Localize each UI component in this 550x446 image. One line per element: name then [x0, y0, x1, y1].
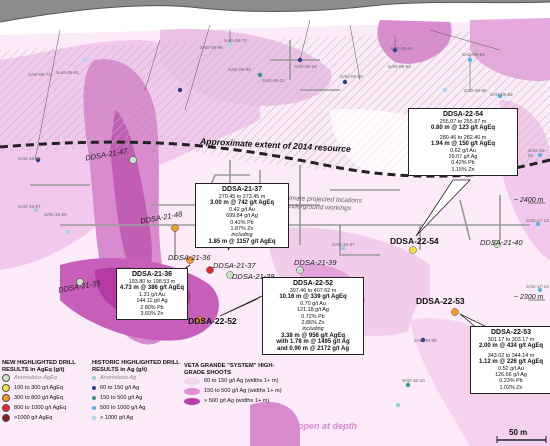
historic-dot-icon: [92, 376, 96, 381]
legend-item: 60 to 150 g/t Ag (widths 1+ m): [184, 376, 284, 386]
historic-hole-label: SAD-06-96: [200, 45, 223, 50]
legend-label: 500 to 1000 g/t Ag: [100, 405, 146, 412]
legend-item: Anomalous AgEq: [2, 373, 94, 383]
legend-item: 100 to 300 g/t AgEq: [2, 383, 94, 393]
historic-hole-label: SAD-05-63: [388, 64, 411, 69]
level-ticks: [528, 202, 545, 301]
legend-label: > 1000 g/t Ag: [100, 415, 134, 422]
historic-hole-label: SAD-16-04: [528, 148, 546, 158]
legend-new-results: NEW HIGHLIGHTED DRILL RESULTS in AgEq (g…: [2, 360, 94, 423]
historic-hole-label: SAD-05-94: [390, 46, 413, 51]
new-dot-icon: [2, 374, 10, 383]
historic-dot-icon: [92, 406, 96, 411]
hole-label: DDSA-22-52: [188, 316, 237, 326]
historic-dot-icon: [92, 386, 96, 391]
historic-hole-label: SAD-06-24: [294, 64, 317, 69]
hole-label: DDSA-21-38: [232, 272, 275, 281]
historic-hole-label: SAD-10-07: [332, 242, 355, 247]
historic-hole-label: SAD-06-31: [262, 78, 285, 83]
legend-label: 150 to 500 g/t Ag (widths 1+ m): [204, 388, 282, 395]
shoot-swatch-icon: [184, 387, 200, 395]
legend-label: 300 to 800 g/t AgEq: [14, 395, 64, 402]
historic-hole-label: SAD-06-86: [464, 88, 487, 93]
legend-item: 150 to 500 g/t Ag: [92, 393, 184, 403]
legend-item: 150 to 500 g/t Ag (widths 1+ m): [184, 386, 284, 396]
callout-ddsa-21-36: DDSA-21-36 193.80 to 198.53 m 4.73 m @ 3…: [116, 268, 188, 321]
drill-traces: [34, 19, 501, 161]
legend-item: 300 to 800 g/t AgEq: [2, 393, 94, 403]
hole-label: DDSA-21-39: [294, 258, 337, 267]
historic-hole-label: SAD-17-14: [526, 284, 549, 289]
historic-hole-label: SAD-10-08: [414, 338, 437, 343]
legend-item: > 1000 g/t Ag: [92, 413, 184, 423]
historic-hole-label: SAD-06-92: [490, 92, 513, 97]
callout-ddsa-22-52: DDSA-22-52 397.46 to 407.62 m 10.16 m @ …: [262, 277, 364, 356]
historic-dot-icon: [92, 416, 96, 421]
legend-item: Anomalous Ag: [92, 373, 184, 383]
shoot-swatch-icon: [184, 377, 200, 385]
historic-hole-label: SAD-16-04: [18, 156, 41, 161]
historic-hole-label: SAD-05-81: [56, 70, 79, 75]
historic-hole-label: SAD-10-10: [402, 378, 425, 383]
legend-item: > 500 g/t Ag (widths 1+ m): [184, 396, 284, 406]
historic-hole-markers: [33, 42, 543, 408]
shoot-swatch-icon: [184, 397, 200, 405]
legend-item: >1000 g/t AgEq: [2, 413, 94, 423]
historic-dot-icon: [92, 396, 96, 401]
new-dot-icon: [2, 414, 10, 423]
hole-label: DDSA-22-53: [416, 296, 465, 306]
historic-hole-label: SAD-05-73: [28, 72, 51, 77]
hole-label: DDSA-21-37: [213, 261, 256, 270]
open-at-depth-question-icon: ?: [283, 416, 295, 438]
level-2300: ~ 2300 m: [514, 294, 544, 301]
callout-ddsa-21-37: DDSA-21-37 270.45 to 273.45 m 3.00 m @ 7…: [195, 183, 289, 249]
new-hole-markers: [76, 156, 501, 324]
historic-hole-label: SAD-06-56: [340, 74, 363, 79]
scale-label: 50 m: [509, 428, 528, 437]
hole-label: DDSA-22-54: [390, 236, 439, 246]
historic-hole-label: SAD-17-13: [526, 218, 549, 223]
new-dot-icon: [2, 404, 10, 413]
legend-item: 60 to 150 g/t Ag: [92, 383, 184, 393]
legend-label: 100 to 300 g/t AgEq: [14, 385, 64, 392]
historic-hole-label: SAD-06-72: [224, 38, 247, 43]
scale-bar: [496, 436, 547, 443]
historic-hole-label: SAD-15-06: [44, 212, 67, 217]
legend-label: Anomalous Ag: [100, 375, 137, 382]
new-dot-icon: [2, 394, 10, 403]
underground-workings: [30, 40, 530, 260]
historic-hole-label: SAD-15-07: [18, 204, 41, 209]
historic-hole-label: SAD-06-83: [462, 52, 485, 57]
legend-label: > 500 g/t Ag (widths 1+ m): [204, 398, 270, 405]
legend-item: 800 to 1000 g/t AgEq: [2, 403, 94, 413]
hole-label: DDSA-21-40: [480, 238, 523, 247]
new-dot-icon: [2, 384, 10, 393]
callout-ddsa-22-54: DDSA-22-54 255.07 to 255.87 m 0.80 m @ 1…: [408, 108, 518, 177]
legend-label: 800 to 1000 g/t AgEq: [14, 405, 67, 412]
legend-item: 500 to 1000 g/t Ag: [92, 403, 184, 413]
open-at-depth-label: open at depth: [298, 421, 357, 431]
legend-label: 150 to 500 g/t Ag: [100, 395, 143, 402]
callout-ddsa-22-53: DDSA-22-53 301.17 to 303.17 m 2.00 m @ 4…: [470, 326, 550, 395]
surface-topography: [0, 0, 550, 22]
legend-label: 60 to 150 g/t Ag (widths 1+ m): [204, 378, 279, 385]
legend-shoots: VETA GRANDE "SYSTEM" HIGH-GRADE SHOOTS 6…: [184, 363, 284, 406]
legend-label: 60 to 150 g/t Ag: [100, 385, 140, 392]
historic-hole-label: SAD-06-93: [228, 67, 251, 72]
level-2400: ~ 2400 m: [514, 197, 544, 204]
legend-label: >1000 g/t AgEq: [14, 415, 53, 422]
hole-label: DDSA-21-36: [168, 253, 211, 262]
legend-label: Anomalous AgEq: [14, 375, 58, 382]
legend-historic-results: HISTORIC HIGHLIGHTED DRILL RESULTS in Ag…: [92, 360, 184, 423]
